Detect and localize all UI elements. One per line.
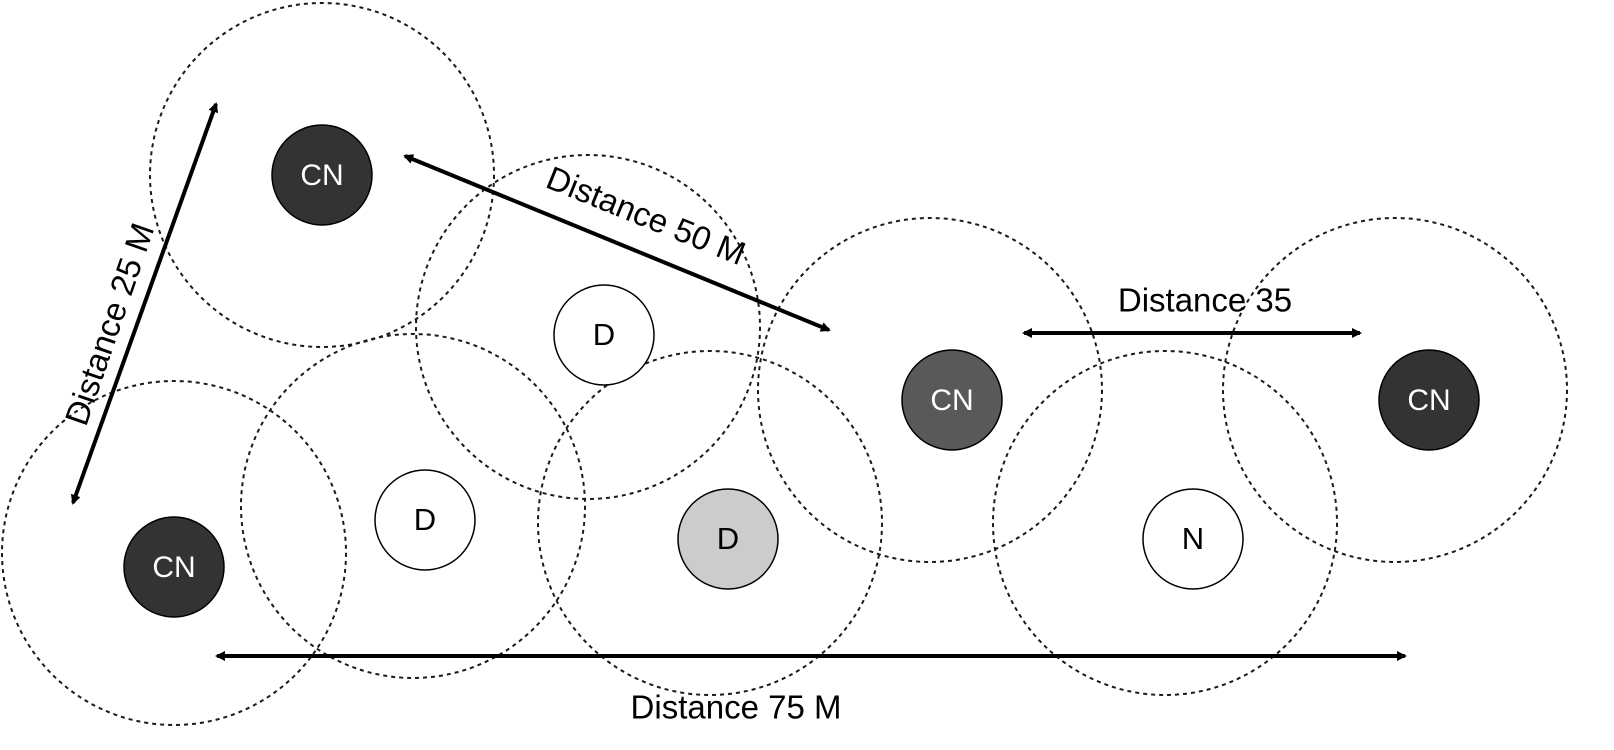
range-circle-d-right: [992, 350, 1338, 696]
range-circles: [1, 2, 1568, 726]
distance-arrows: [70, 102, 1407, 661]
node-cn-top-left-circle: [271, 124, 373, 226]
range-circle-cn-right: [1222, 217, 1568, 563]
range-circle-d-gray: [537, 350, 883, 696]
node-d-gray: D: [677, 488, 779, 590]
node-cn-top-left: CN: [271, 124, 373, 226]
node-d-right: N: [1142, 488, 1244, 590]
node-cn-bottom-left-circle: [123, 516, 225, 618]
label-distance-75: Distance 75 M: [631, 689, 842, 726]
node-cn-right-circle: [1378, 349, 1480, 451]
node-d-upper-circle: [553, 284, 655, 386]
node-d-right-label: N: [1182, 521, 1204, 556]
node-d-gray-circle: [677, 488, 779, 590]
node-cn-bottom-left-label: CN: [152, 551, 195, 584]
node-d-gray-label: D: [717, 521, 739, 556]
distance-labels: Distance 25 M Distance 50 M Distance 35 …: [58, 159, 1293, 726]
node-cn-center-label: CN: [930, 384, 973, 417]
node-cn-center: CN: [901, 349, 1003, 451]
node-cn-top-left-label: CN: [300, 159, 343, 192]
node-d-lower-left-label: D: [414, 502, 436, 537]
node-cn-right-label: CN: [1407, 384, 1450, 417]
nodes: CN CN CN CN D D D N: [123, 124, 1480, 618]
node-d-upper-label: D: [593, 317, 615, 352]
node-d-right-circle: [1142, 488, 1244, 590]
range-circle-cn-center: [757, 217, 1103, 563]
node-d-lower-left-circle: [374, 469, 476, 571]
label-distance-35: Distance 35: [1118, 282, 1292, 319]
arrow-distance-50: [403, 154, 831, 332]
arrow-distance-25: [70, 102, 219, 505]
node-d-lower-left: D: [374, 469, 476, 571]
range-circle-d-lower-left: [240, 333, 586, 679]
node-cn-right: CN: [1378, 349, 1480, 451]
node-cn-center-circle: [901, 349, 1003, 451]
node-d-upper: D: [553, 284, 655, 386]
node-cn-bottom-left: CN: [123, 516, 225, 618]
